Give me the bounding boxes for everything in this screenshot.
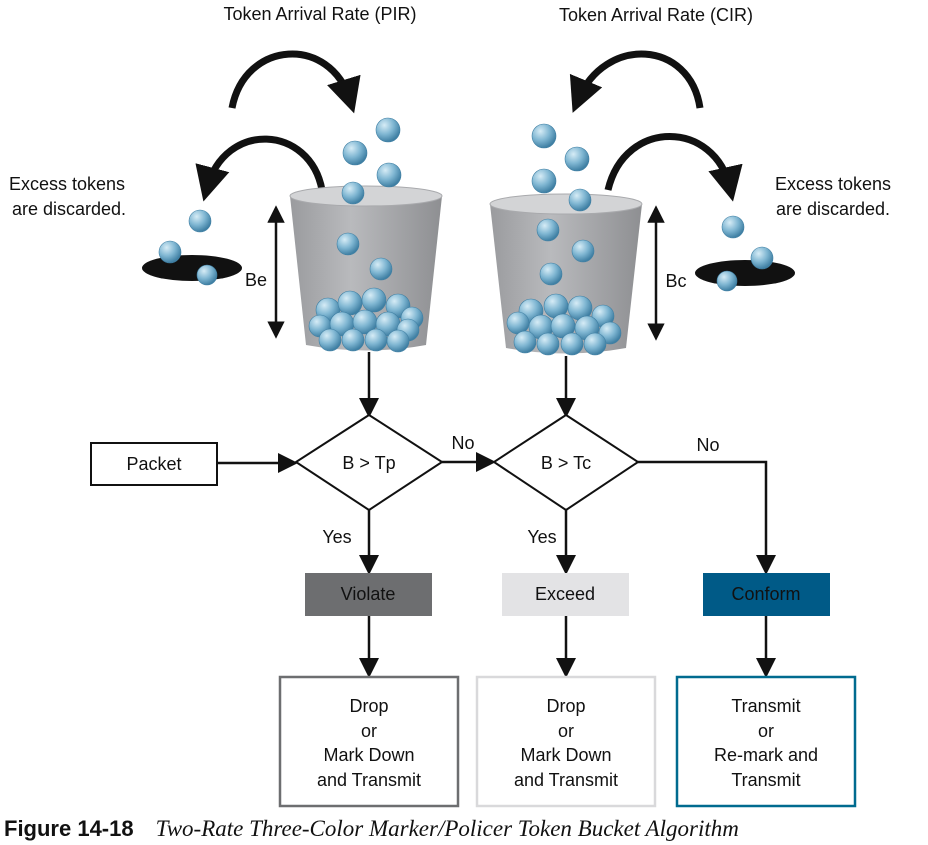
token-rate-pir-label: Token Arrival Rate (PIR) [223,4,416,24]
conform-action-line2: or [758,721,774,741]
token-ball [750,246,774,270]
violate-action-line3: Mark Down [323,745,414,765]
token-ball [376,162,402,188]
no-label-2: No [696,435,719,455]
token-ball [716,270,738,292]
token-ball [196,264,218,286]
conform-action-box [675,675,857,808]
no-label-1: No [451,433,474,453]
bc-label: Bc [665,271,686,291]
conform-label: Conform [731,584,800,604]
no-arrow-2 [638,460,776,575]
violate-label: Violate [341,584,396,604]
token-ball [721,215,745,239]
yes-label-1: Yes [322,527,351,547]
token-ball [337,290,363,316]
conform-action-line4: Transmit [731,770,800,790]
exceed-action-line2: or [558,721,574,741]
exceed-action-line1: Drop [546,696,585,716]
packet-label: Packet [126,454,181,474]
token-ball [536,332,560,356]
excess-tokens-right-line2: are discarded. [776,199,890,219]
token-ball [386,329,410,353]
token-ball [571,239,595,263]
exceed-action-line3: Mark Down [520,745,611,765]
violate-action-line4: and Transmit [317,770,421,790]
token-ball [560,332,584,356]
token-ball [158,240,182,264]
figure-title: Two-Rate Three-Color Marker/Policer Toke… [155,816,739,841]
token-ball [506,311,530,335]
violate-action-line1: Drop [349,696,388,716]
token-ball [375,117,401,143]
discard-hole-left [142,255,242,281]
conform-action-line3: Re-mark and [714,745,818,765]
violate-action-line2: or [361,721,377,741]
token-ball [342,140,368,166]
token-ball [341,328,365,352]
be-label: Be [245,270,267,290]
excess-tokens-left-line2: are discarded. [12,199,126,219]
token-ball [513,330,537,354]
excess-tokens-left-line1: Excess tokens [9,174,125,194]
exceed-label: Exceed [535,584,595,604]
yes-label-2: Yes [527,527,556,547]
exceed-box [502,573,629,616]
excess-tokens-right-line1: Excess tokens [775,174,891,194]
token-rate-cir-label: Token Arrival Rate (CIR) [559,5,753,25]
exceed-action-box [475,675,657,808]
token-ball [536,218,560,242]
token-ball [361,287,387,313]
token-ball [564,146,590,172]
pir-arrival-arrow [228,50,361,114]
decision-pir-text: B > Tp [342,453,395,473]
figure-caption: Figure 14-18 Two-Rate Three-Color Marker/… [4,816,739,842]
token-ball [369,257,393,281]
token-ball [341,181,365,205]
token-ball [336,232,360,256]
token-ball [531,168,557,194]
conform-box [703,573,830,616]
exceed-action-line4: and Transmit [514,770,618,790]
discard-hole-right [695,260,795,286]
decision-cir-text: B > Tc [541,453,591,473]
tokens-group [158,117,774,356]
token-ball [318,328,342,352]
violate-action-box [278,675,460,808]
token-ball [188,209,212,233]
token-ball [568,188,592,212]
conform-action-line1: Transmit [731,696,800,716]
token-ball [539,262,563,286]
token-ball [531,123,557,149]
excess-discard-arrow-right [604,133,743,202]
violate-box [305,573,432,616]
token-ball [583,332,607,356]
cir-arrival-arrow [569,50,704,113]
token-ball [364,328,388,352]
excess-discard-arrow-left [195,135,326,202]
figure-number: Figure 14-18 [4,816,134,841]
token-bucket-diagram: Token Arrival Rate (PIR) Token Arrival R… [9,4,891,808]
